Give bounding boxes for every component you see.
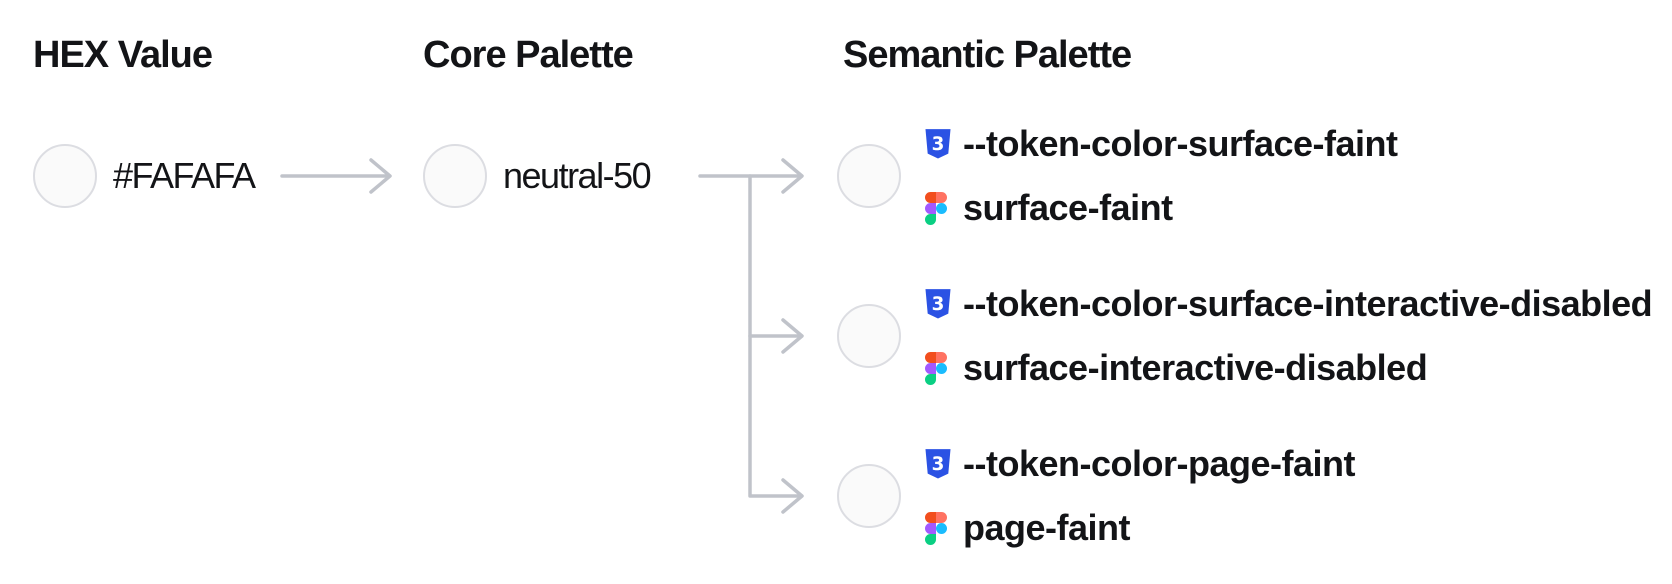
- css-token-line: 3 --token-color-surface-interactive-disa…: [925, 282, 1653, 326]
- figma-style-line: surface-interactive-disabled: [925, 346, 1652, 390]
- semantic-token-row: 3 --token-color-surface-faint surface-fa…: [837, 110, 1398, 242]
- css-token-line: 3 --token-color-surface-faint: [925, 122, 1398, 166]
- figma-logo-icon: [925, 191, 953, 225]
- figma-style-line: page-faint: [925, 506, 1355, 550]
- css3-shield-icon: 3: [925, 129, 953, 159]
- hex-column-heading: HEX Value: [33, 34, 213, 76]
- figma-style-line: surface-faint: [925, 186, 1398, 230]
- hex-value-label: #FAFAFA: [113, 155, 256, 196]
- css-variable-label: --token-color-page-faint: [963, 443, 1355, 484]
- arrow-hex-to-core: [280, 158, 392, 194]
- figma-logo-icon: [925, 351, 953, 385]
- core-value-label: neutral-50: [503, 155, 652, 196]
- figma-style-label: surface-interactive-disabled: [963, 347, 1428, 388]
- css-token-line: 3 --token-color-page-faint: [925, 442, 1355, 486]
- svg-text:3: 3: [932, 294, 945, 315]
- css3-shield-icon: 3: [925, 449, 953, 479]
- svg-text:3: 3: [932, 454, 945, 475]
- svg-text:3: 3: [932, 134, 945, 155]
- semantic-color-swatch: [837, 304, 901, 368]
- figma-style-label: page-faint: [963, 507, 1131, 548]
- core-palette-node: neutral-50: [423, 144, 652, 208]
- hex-color-swatch: [33, 144, 97, 208]
- branch-core-to-semantic: [698, 158, 804, 514]
- core-column-heading: Core Palette: [423, 34, 634, 76]
- css-variable-label: --token-color-surface-interactive-disabl…: [963, 283, 1653, 324]
- semantic-color-swatch: [837, 464, 901, 528]
- semantic-token-row: 3 --token-color-surface-interactive-disa…: [837, 270, 1653, 402]
- hex-value-node: #FAFAFA: [33, 144, 256, 208]
- css-variable-label: --token-color-surface-faint: [963, 123, 1398, 164]
- figma-logo-icon: [925, 511, 953, 545]
- figma-style-label: surface-faint: [963, 187, 1173, 228]
- semantic-column-heading: Semantic Palette: [843, 34, 1132, 76]
- semantic-token-row: 3 --token-color-page-faint page-faint: [837, 430, 1355, 562]
- semantic-color-swatch: [837, 144, 901, 208]
- css3-shield-icon: 3: [925, 289, 953, 319]
- core-color-swatch: [423, 144, 487, 208]
